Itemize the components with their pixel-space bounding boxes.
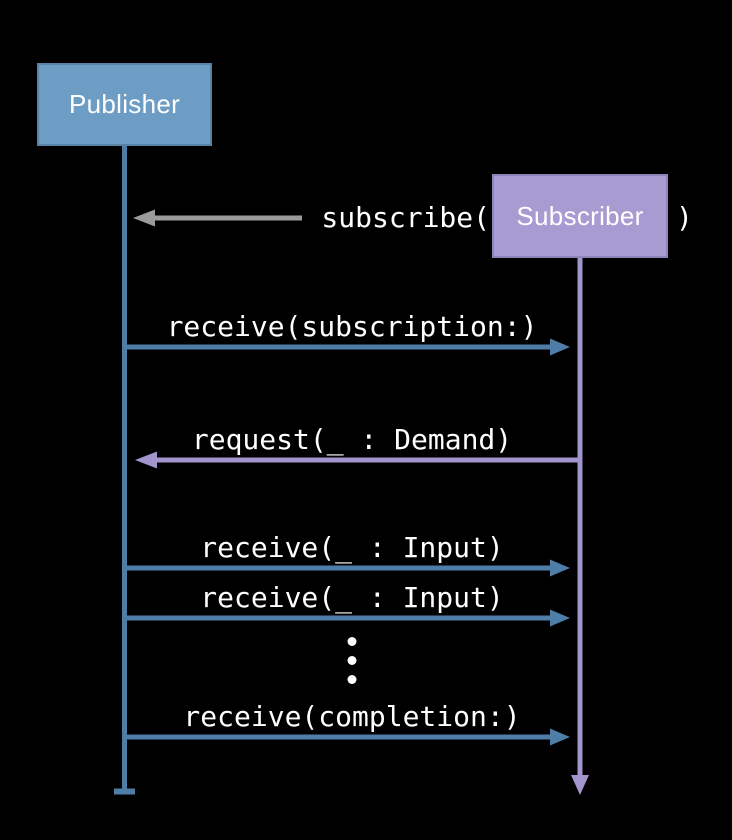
request-demand-arrow bbox=[135, 451, 580, 469]
subscribe-arrowhead-icon bbox=[133, 209, 155, 227]
receive-input-arrow-1 bbox=[124, 559, 570, 577]
message-label-receive-completion: receive(completion:) bbox=[183, 700, 521, 733]
message-label-receive-input-1: receive(_ : Input) bbox=[200, 531, 504, 564]
receive-completion-arrow bbox=[124, 728, 570, 746]
receive-subscription-arrowhead-icon bbox=[550, 338, 570, 356]
request-demand-arrowhead-icon bbox=[135, 451, 157, 469]
message-label-request-demand: request(_ : Demand) bbox=[191, 423, 513, 456]
subscribe-call-suffix: ) bbox=[676, 201, 693, 234]
publisher-box: Publisher bbox=[37, 63, 212, 146]
dot-icon bbox=[347, 637, 357, 646]
subscriber-box: Subscriber bbox=[492, 174, 668, 258]
dot-icon bbox=[347, 675, 357, 684]
receive-input-arrowhead-1-icon bbox=[550, 559, 570, 577]
subscriber-label: Subscriber bbox=[516, 200, 644, 231]
subscribe-call-prefix: subscribe( bbox=[321, 201, 490, 234]
message-label-receive-subscription: receive(subscription:) bbox=[166, 310, 538, 343]
receive-completion-arrowhead-icon bbox=[550, 728, 570, 746]
continuation-dots bbox=[347, 637, 357, 684]
dot-icon bbox=[347, 656, 357, 665]
message-label-receive-input-2: receive(_ : Input) bbox=[200, 581, 504, 614]
subscribe-arrow bbox=[133, 209, 302, 227]
subscriber-lifeline-arrowhead-icon bbox=[571, 775, 589, 795]
receive-subscription-arrow bbox=[124, 338, 570, 356]
publisher-label: Publisher bbox=[68, 89, 181, 119]
receive-input-arrow-2 bbox=[124, 609, 570, 627]
receive-input-arrowhead-2-icon bbox=[550, 609, 570, 627]
